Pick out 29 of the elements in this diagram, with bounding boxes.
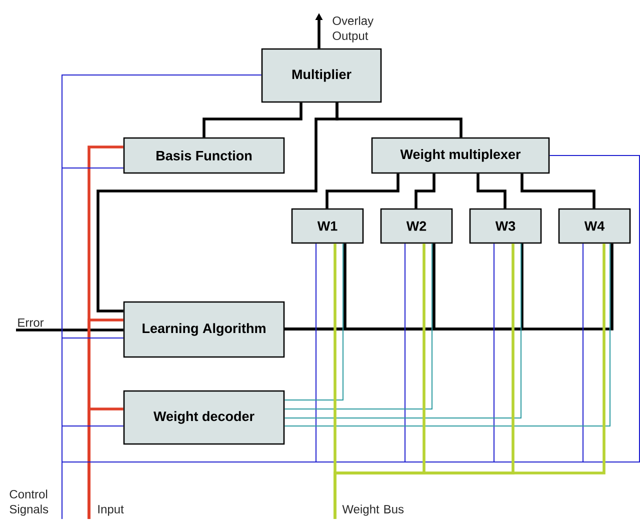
signal-label: Error — [18, 318, 44, 327]
connector-line — [334, 244, 606, 519]
signal-label: Overlay Output — [332, 16, 374, 42]
connector-line — [202, 102, 302, 138]
connector-line — [62, 155, 640, 520]
connector-line — [520, 174, 596, 208]
connector-line — [284, 244, 614, 330]
connector-line — [284, 243, 344, 400]
signal-label: Control Signals — [10, 490, 48, 516]
connector-line — [88, 408, 124, 519]
process-box: Basis Function — [123, 137, 285, 174]
process-box: Weight decoder — [123, 390, 285, 445]
process-box: Multiplier — [261, 48, 382, 103]
connector-line — [284, 243, 522, 418]
connector-line — [284, 243, 432, 410]
connector-line — [414, 174, 436, 208]
connector-line — [16, 328, 124, 332]
connector-line — [284, 243, 610, 426]
process-box: W4 — [558, 208, 631, 244]
process-box: W2 — [380, 208, 453, 244]
signal-label: Input — [98, 505, 124, 516]
process-box: W1 — [291, 208, 364, 244]
signal-label: Weight Bus — [342, 504, 404, 516]
process-box: Weight multiplexer — [371, 137, 550, 174]
process-box: Learning Algorithm — [123, 301, 285, 358]
connector-line — [326, 174, 400, 208]
connector-line — [476, 174, 506, 208]
connector-line — [336, 102, 462, 138]
process-box: W3 — [469, 208, 542, 244]
